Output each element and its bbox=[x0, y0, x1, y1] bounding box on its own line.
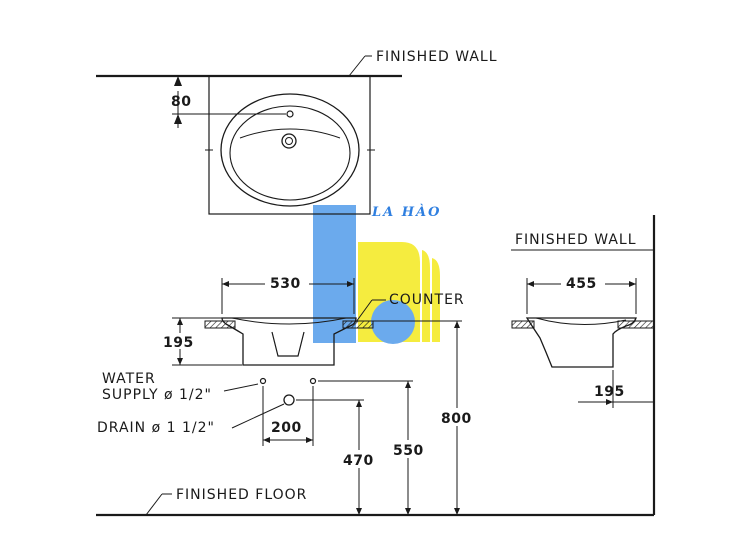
counter-slab-left bbox=[204, 320, 236, 329]
basin-inner-rim bbox=[229, 105, 351, 201]
drain-hole-inner bbox=[285, 137, 293, 145]
plan-view: FINISHED WALL 80 bbox=[96, 49, 498, 215]
watermark-logo bbox=[313, 205, 440, 344]
dim-depth-side: 455 bbox=[566, 276, 597, 292]
drain-label: DRAIN ø 1 1/2" bbox=[97, 420, 215, 436]
dim-counter-height: 800 bbox=[441, 411, 472, 427]
side-elevation: FINISHED WALL 455 195 bbox=[511, 215, 656, 515]
drain-point bbox=[283, 394, 295, 406]
floor-leader bbox=[145, 493, 163, 516]
dim-supply-height: 550 bbox=[393, 443, 424, 459]
counter-cutout-plan bbox=[208, 75, 371, 215]
basin-outer-rim bbox=[220, 93, 360, 207]
finished-wall-top-label: FINISHED WALL bbox=[376, 49, 498, 65]
dim-width-front: 530 bbox=[270, 276, 301, 292]
water-supply-label-2: SUPPLY ø 1/2" bbox=[102, 387, 212, 403]
faucet-hole bbox=[286, 110, 294, 118]
basin-bowl-edge bbox=[239, 128, 341, 139]
counter-slab-right bbox=[342, 320, 374, 329]
side-counter-slab-left bbox=[511, 320, 535, 329]
basin-side-profile bbox=[525, 317, 637, 368]
finished-wall-side-label: FINISHED WALL bbox=[515, 232, 637, 248]
dim-supply-spacing: 200 bbox=[271, 420, 302, 436]
dim-top-offset: 80 bbox=[171, 94, 191, 110]
floor: FINISHED FLOOR bbox=[96, 487, 654, 517]
drain-hole-outer bbox=[281, 133, 297, 149]
water-supply-label-1: WATER bbox=[102, 371, 156, 387]
dim-height-front: 195 bbox=[163, 335, 194, 351]
side-counter-slab-right bbox=[617, 320, 655, 329]
watermark-blue-dot bbox=[371, 300, 415, 344]
basin-pedestal bbox=[271, 331, 305, 357]
wall-leader bbox=[348, 55, 366, 77]
watermark-text: LA HÀO bbox=[371, 204, 441, 220]
counter-label: COUNTER bbox=[389, 292, 465, 308]
watermark-yellow-arc-2 bbox=[422, 250, 430, 342]
basin-front-profile bbox=[221, 317, 357, 366]
counter-leader bbox=[355, 299, 373, 323]
front-elevation: 530 195 COUNTER WATER SUPPLY ø 1/2" DRAI… bbox=[97, 274, 476, 515]
water-supply-right-point bbox=[309, 377, 317, 385]
water-supply-left-point bbox=[259, 377, 267, 385]
dim-height-side: 195 bbox=[594, 384, 625, 400]
finished-floor-label: FINISHED FLOOR bbox=[176, 487, 307, 503]
dim-drain-height: 470 bbox=[343, 453, 374, 469]
